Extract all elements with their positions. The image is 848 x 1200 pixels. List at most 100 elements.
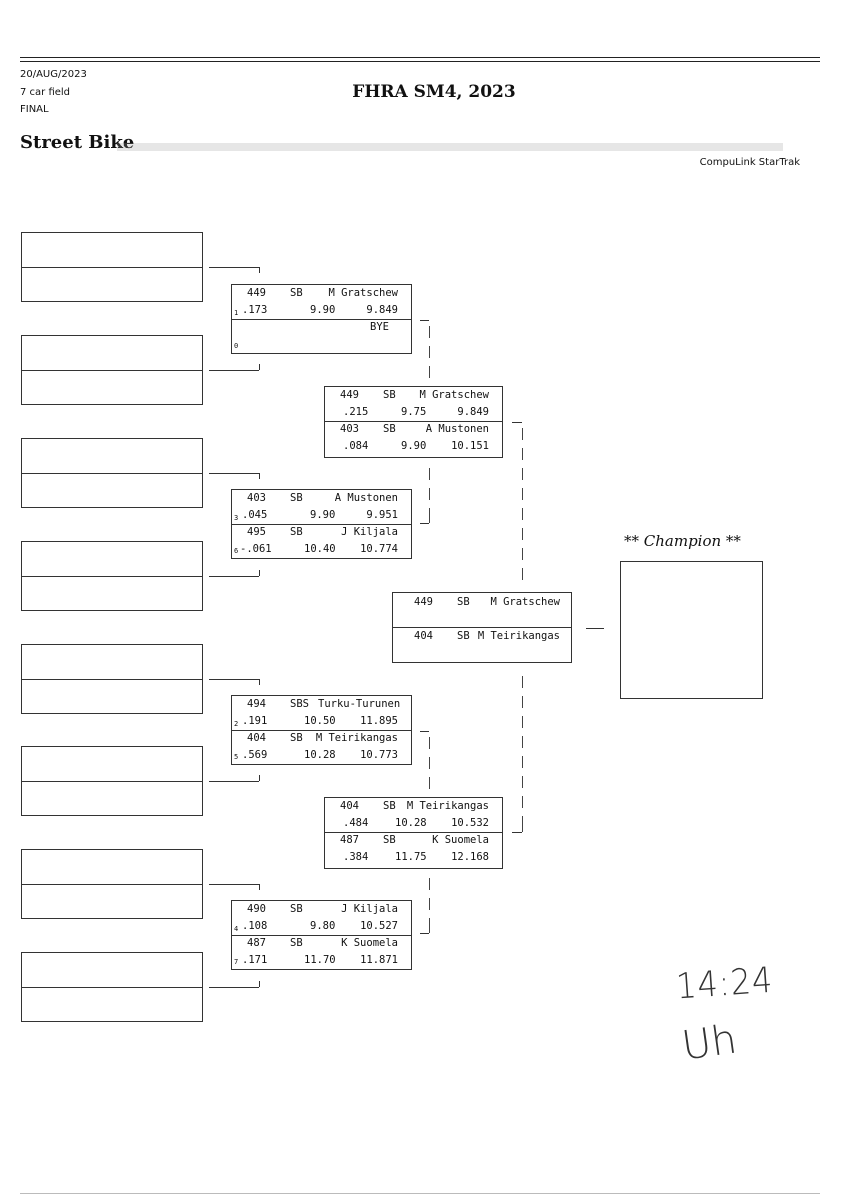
dial-in: 9.90 bbox=[401, 440, 427, 452]
dial-in: 10.28 bbox=[395, 817, 427, 829]
racer-name: M Teirikangas bbox=[406, 800, 489, 812]
connector-line bbox=[429, 468, 430, 480]
connector-line bbox=[429, 737, 430, 749]
elapsed-time: 9.849 bbox=[366, 304, 398, 316]
connector-line bbox=[522, 676, 523, 688]
connector-line bbox=[209, 576, 259, 577]
elapsed-time: 10.151 bbox=[451, 440, 489, 452]
dial-in: 11.70 bbox=[304, 954, 336, 966]
reaction-time: .484 bbox=[343, 817, 369, 829]
elapsed-time: 10.774 bbox=[360, 543, 398, 555]
racer-class: SB bbox=[383, 800, 396, 812]
connector-line bbox=[259, 775, 260, 781]
dial-in: 10.28 bbox=[304, 749, 336, 761]
entry-box bbox=[21, 232, 203, 302]
elapsed-time: 9.849 bbox=[457, 406, 489, 418]
connector-line bbox=[259, 267, 260, 273]
connector-line bbox=[420, 523, 429, 524]
connector-line bbox=[522, 696, 523, 708]
racer-class: SB bbox=[290, 287, 303, 299]
dial-in: 11.75 bbox=[395, 851, 427, 863]
semifinal-pair: 404 SB M Teirikangas .484 10.28 10.532 4… bbox=[324, 797, 503, 869]
reaction-time: .215 bbox=[343, 406, 369, 418]
connector-line bbox=[522, 776, 523, 788]
connector-line bbox=[522, 756, 523, 768]
racer-number: 403 bbox=[340, 423, 359, 435]
connector-line bbox=[522, 508, 523, 520]
racer-number: 404 bbox=[414, 630, 433, 642]
racer-name: K Suomela bbox=[432, 834, 489, 846]
connector-line bbox=[512, 832, 522, 833]
elapsed-time: 10.773 bbox=[360, 749, 398, 761]
round1-pair: 449 SB M Gratschew 1 .173 9.90 9.849 BYE… bbox=[231, 284, 412, 354]
racer-name: J Kiljala bbox=[341, 526, 398, 538]
racer-class: SB bbox=[290, 526, 303, 538]
connector-line bbox=[429, 488, 430, 500]
dial-in: 10.50 bbox=[304, 715, 336, 727]
racer-number: 490 bbox=[247, 903, 266, 915]
elapsed-time: 9.951 bbox=[366, 509, 398, 521]
racer-class: SB bbox=[383, 389, 396, 401]
field-size: 7 car field bbox=[20, 87, 71, 98]
reaction-time: .171 bbox=[242, 954, 268, 966]
connector-line bbox=[429, 757, 430, 769]
connector-line bbox=[420, 320, 429, 321]
connector-line bbox=[586, 628, 604, 629]
dial-in: 9.90 bbox=[310, 509, 336, 521]
champion-label: ** Champion ** bbox=[624, 532, 741, 550]
connector-line bbox=[209, 884, 259, 885]
connector-line bbox=[522, 716, 523, 728]
connector-line bbox=[259, 981, 260, 987]
connector-line bbox=[420, 731, 429, 732]
connector-line bbox=[209, 679, 259, 680]
lane-number: 5 bbox=[234, 753, 239, 761]
racer-class: SB bbox=[290, 937, 303, 949]
champion-box bbox=[620, 561, 763, 699]
connector-line bbox=[522, 796, 523, 808]
handwritten-time: 14:24 bbox=[674, 958, 775, 1008]
lane-number: 0 bbox=[234, 342, 239, 350]
racer-class: SB bbox=[457, 596, 470, 608]
round1-pair: 403 SB A Mustonen 3 .045 9.90 9.951 495 … bbox=[231, 489, 412, 559]
connector-line bbox=[429, 346, 430, 358]
elapsed-time: 10.527 bbox=[360, 920, 398, 932]
top-rule-2 bbox=[20, 61, 820, 62]
racer-number: 404 bbox=[340, 800, 359, 812]
connector-line bbox=[522, 548, 523, 560]
entry-box bbox=[21, 952, 203, 1022]
lane-number: 3 bbox=[234, 514, 239, 522]
entry-box bbox=[21, 541, 203, 611]
connector-line bbox=[209, 781, 259, 782]
event-date: 20/AUG/2023 bbox=[20, 69, 87, 80]
reaction-time: .108 bbox=[242, 920, 268, 932]
connector-line bbox=[522, 488, 523, 500]
connector-line bbox=[259, 679, 260, 685]
racer-number: 403 bbox=[247, 492, 266, 504]
reaction-time: .569 bbox=[242, 749, 268, 761]
round-name: FINAL bbox=[20, 104, 49, 115]
reaction-time: .173 bbox=[242, 304, 268, 316]
dotted-leader bbox=[117, 143, 783, 151]
racer-name: M Teirikangas bbox=[477, 630, 560, 642]
connector-line bbox=[209, 267, 259, 268]
lane-number: 7 bbox=[234, 958, 239, 966]
racer-name: M Teirikangas bbox=[315, 732, 398, 744]
elapsed-time: 12.168 bbox=[451, 851, 489, 863]
racer-number: 495 bbox=[247, 526, 266, 538]
handwritten-initials: Uh bbox=[679, 1016, 740, 1070]
elapsed-time: 11.871 bbox=[360, 954, 398, 966]
round1-pair: 490 SB J Kiljala 4 .108 9.80 10.527 487 … bbox=[231, 900, 412, 970]
connector-line bbox=[429, 777, 430, 789]
connector-line bbox=[522, 736, 523, 748]
racer-class: SB bbox=[383, 834, 396, 846]
reaction-time: .084 bbox=[343, 440, 369, 452]
connector-line bbox=[259, 364, 260, 370]
entry-box bbox=[21, 644, 203, 714]
reaction-time: -.061 bbox=[240, 543, 272, 555]
racer-number: 404 bbox=[247, 732, 266, 744]
software-brand: CompuLink StarTrak bbox=[699, 157, 800, 168]
racer-class: SB bbox=[290, 903, 303, 915]
bottom-rule bbox=[20, 1193, 820, 1194]
semifinal-pair: 449 SB M Gratschew .215 9.75 9.849 403 S… bbox=[324, 386, 503, 458]
racer-name: A Mustonen bbox=[334, 492, 398, 504]
